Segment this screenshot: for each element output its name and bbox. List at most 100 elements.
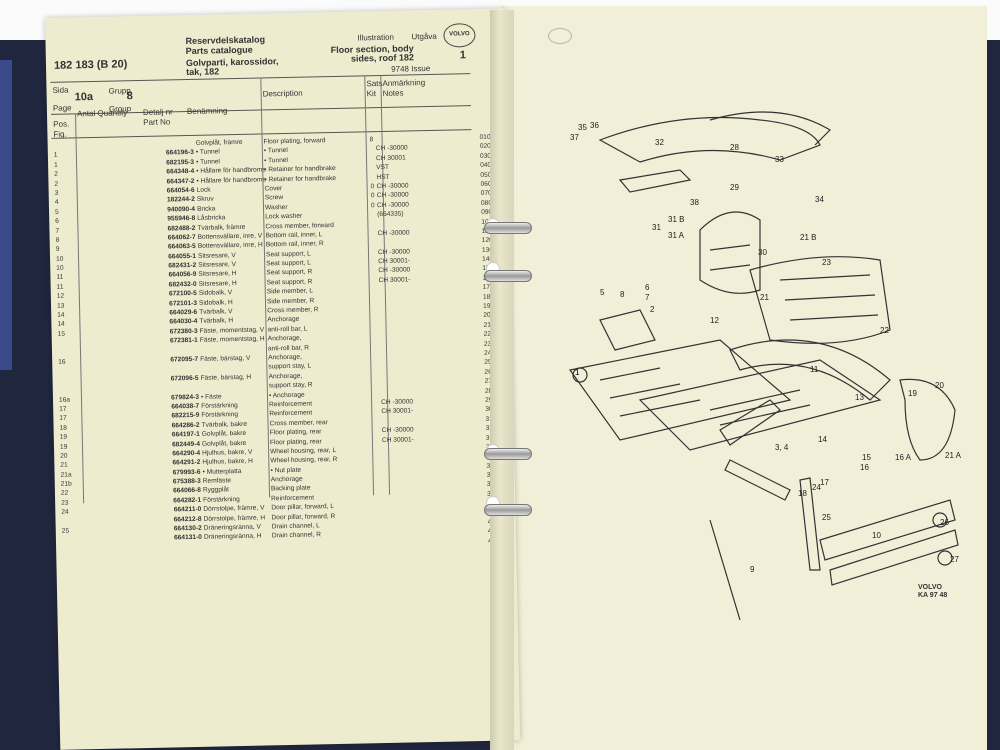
cross-member	[719, 399, 781, 446]
callout-label: 18	[798, 489, 807, 498]
rear-shelf	[749, 256, 891, 344]
pos-cell: 11	[56, 274, 64, 282]
callout-label: 24	[812, 483, 821, 492]
pos-cell: 11	[56, 283, 64, 291]
door-pillar	[799, 477, 821, 571]
notes-cell	[384, 538, 444, 539]
notes-cell	[383, 472, 443, 473]
notes-cell	[382, 444, 442, 445]
detalj-header: Detalj nr	[142, 107, 173, 117]
pos-cell: 13	[56, 302, 65, 310]
volvo-logo: VOLVO	[443, 22, 476, 48]
pos-cell: 2	[54, 180, 59, 188]
pos-cell: 21	[60, 461, 68, 470]
roof-rail	[709, 111, 831, 146]
ref-circle-26	[932, 512, 948, 528]
anmarkning-header: Anmärkning	[382, 78, 426, 88]
pos-cell: 17	[59, 414, 67, 423]
callout-label: 5	[600, 288, 605, 297]
callout-label: 38	[690, 198, 699, 207]
notes-cell	[382, 453, 442, 454]
tunnel	[729, 339, 891, 401]
ref-circle-1	[572, 367, 588, 383]
binder-ring-2	[484, 270, 532, 282]
pos-cell: 10	[56, 264, 64, 272]
pos-cell: 21a	[60, 471, 72, 479]
pos-cell: 25	[61, 527, 70, 535]
callout-label: 13	[855, 393, 864, 402]
callout-label: 2	[650, 305, 655, 314]
rear-floor	[638, 359, 882, 451]
callout-label: 35	[578, 123, 587, 132]
binder-spine-stripe	[0, 60, 12, 370]
pos-cell: 19	[59, 443, 68, 451]
notes-cell	[377, 218, 437, 219]
notes-cell	[381, 387, 441, 388]
callout-label: 21	[760, 293, 769, 302]
callout-label: 17	[820, 478, 829, 487]
drain-channel	[709, 519, 741, 620]
pos-cell: 22	[60, 490, 69, 498]
callout-label: 6	[645, 283, 650, 292]
callout-label: 11	[810, 365, 819, 374]
callout-label: 34	[815, 195, 824, 204]
bottom-rail-inner	[829, 529, 959, 586]
callout-label: 12	[710, 316, 719, 325]
kit-cell: 8	[369, 136, 374, 144]
pos-cell: 15	[57, 330, 66, 338]
notes-cell	[384, 528, 444, 529]
pos-cell: 3	[54, 189, 59, 197]
section-title-sv: Golvparti, karossidor, tak, 182	[185, 56, 279, 78]
pos-cell: 4	[54, 199, 59, 207]
pos-cell: 24	[61, 508, 69, 516]
notes-cell	[379, 284, 439, 285]
callout-label: 15	[862, 453, 871, 462]
pos-cell: 14	[57, 321, 65, 329]
notes-cell	[382, 462, 442, 463]
pos-cell: 12	[56, 292, 65, 301]
callout-label: 30	[758, 248, 767, 257]
callout-label: 31	[652, 223, 661, 232]
pos-cell: 9	[55, 246, 60, 254]
notes-cell	[383, 481, 443, 482]
pos-cell: 6	[55, 217, 60, 225]
bottom-rail-outer	[819, 499, 956, 561]
benamning-header: Benämning	[186, 106, 228, 117]
callout-label: 33	[775, 155, 784, 164]
notes-cell	[376, 134, 436, 135]
pos-cell: 1	[53, 152, 58, 160]
callout-label: 27	[950, 555, 959, 564]
callout-label: 3, 4	[775, 443, 789, 452]
b-pillar	[699, 211, 761, 294]
callout-label: 1	[575, 368, 580, 377]
notes-cell	[380, 350, 440, 351]
pos-cell: 17	[59, 405, 67, 413]
binder-ring-1	[484, 222, 532, 234]
description-header: Description	[262, 88, 303, 99]
callout-label: 21 B	[800, 233, 816, 242]
group-value: 8	[126, 90, 133, 103]
model-title: 182 183 (B 20)	[53, 58, 128, 72]
pos-cell: 20	[60, 452, 68, 460]
pos-cell: 8	[55, 236, 60, 244]
notes-cell	[380, 340, 440, 341]
pos-cell: 19	[59, 433, 68, 441]
callout-label: 32	[655, 138, 664, 147]
page-value: 10a	[74, 91, 94, 104]
callout-label: 10	[872, 531, 881, 540]
callout-label: 16 A	[895, 453, 912, 462]
callout-label: 22	[880, 326, 889, 335]
front-floor	[568, 339, 792, 441]
notes-cell	[381, 416, 441, 417]
pos-cell: 18	[59, 424, 68, 432]
utgava-label: Utgåva	[411, 31, 437, 42]
sida-label: Sida	[52, 85, 69, 95]
ref-circle-27	[937, 550, 953, 566]
illustration-label: Illustration	[357, 32, 395, 43]
page-gutter	[490, 10, 514, 750]
page-label: Page	[52, 103, 72, 113]
bracket-2	[599, 309, 656, 351]
callout-label: 26	[940, 518, 949, 527]
